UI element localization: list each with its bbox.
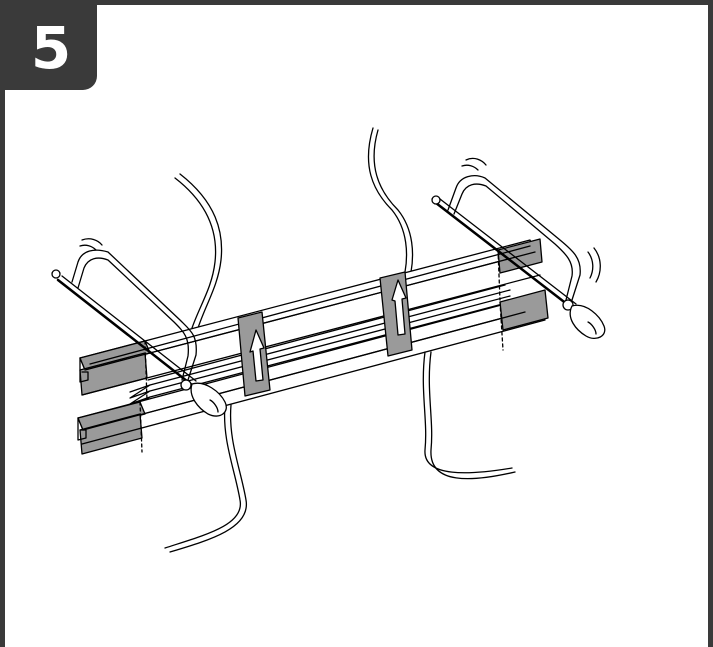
hacksaw-icon [51,238,227,417]
step-number: 5 [30,13,72,82]
step-number-badge: 5 [5,5,97,90]
up-arrow-icon [391,279,407,336]
cord-left-bottom [164,404,247,553]
cord-center-bottom [422,351,516,480]
up-arrow-icon [249,329,265,382]
cord-left-top [174,173,223,329]
tape-band-left [237,311,271,397]
tape-band-right [379,271,413,357]
bottom-rail [77,289,549,455]
cord-center-top [367,127,414,273]
hacksaw-icon [431,157,606,340]
